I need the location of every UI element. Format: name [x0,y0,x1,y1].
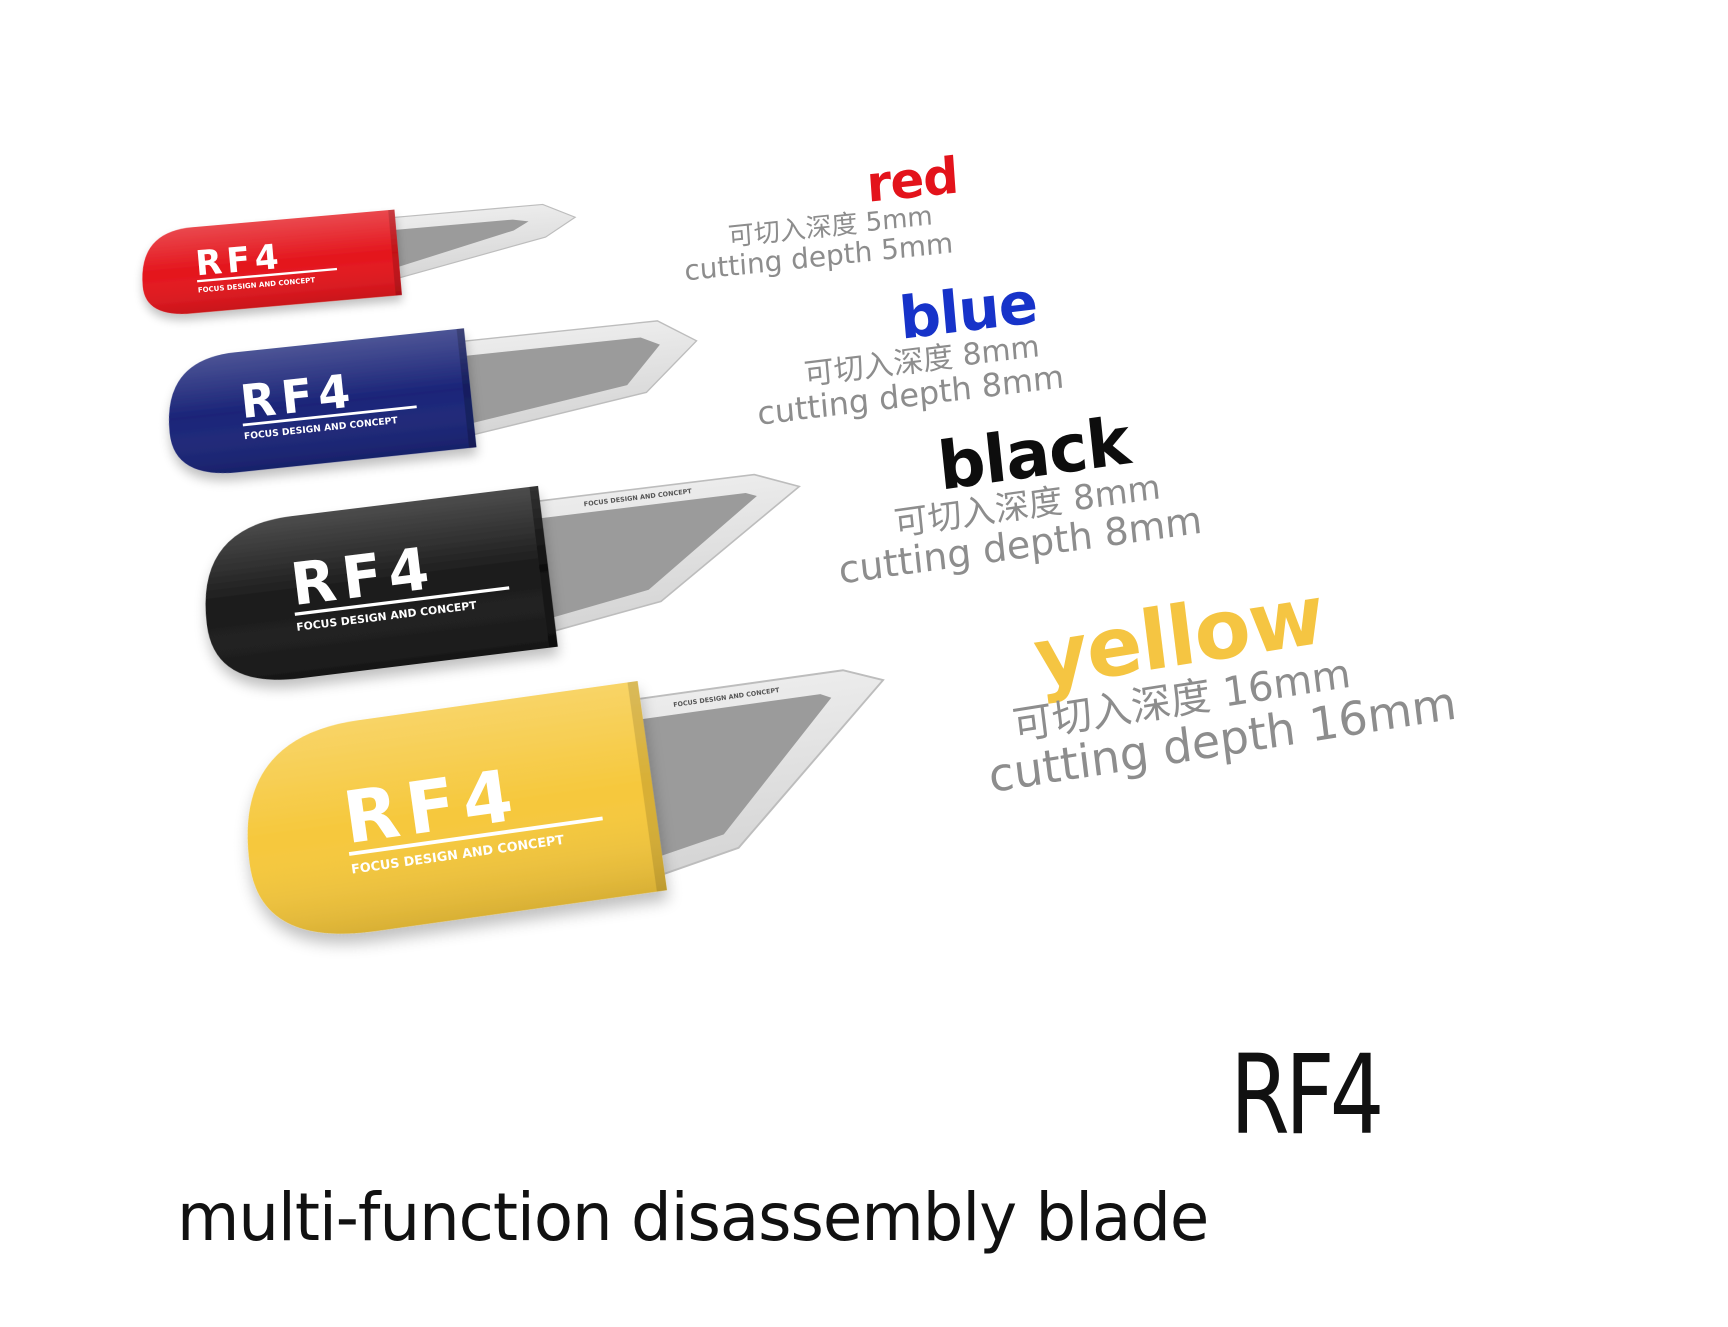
model-title: RF4 [1230,1031,1384,1159]
blade-red: RF4 FOCUS DESIGN AND CONCEPT [142,203,577,314]
spec-blue: blue 可切入深度 8mm cutting depth 8mm [756,268,1066,432]
product-subtitle: multi-function disassembly blade [177,1179,1209,1256]
spec-red: red 可切入深度 5mm cutting depth 5mm [683,146,963,287]
blade-black-steel: FOCUS DESIGN AND CONCEPT [517,473,801,638]
blade-yellow-steel: FOCUS DESIGN AND CONCEPT [613,669,885,884]
blade-blue-steel [437,320,698,442]
color-word-red: red [864,146,960,214]
blade-blue-handle [168,328,477,474]
blade-black: FOCUS DESIGN AND CONCEPT RF4 FOCUS DESIG… [205,473,801,680]
blade-yellow-handle [247,680,668,934]
blade-yellow: FOCUS DESIGN AND CONCEPT RF4 FOCUS DESIG… [247,669,885,934]
blade-red-handle [142,209,402,314]
blade-blue: RF4 FOCUS DESIGN AND CONCEPT [168,320,698,474]
blade-black-handle [205,485,558,680]
